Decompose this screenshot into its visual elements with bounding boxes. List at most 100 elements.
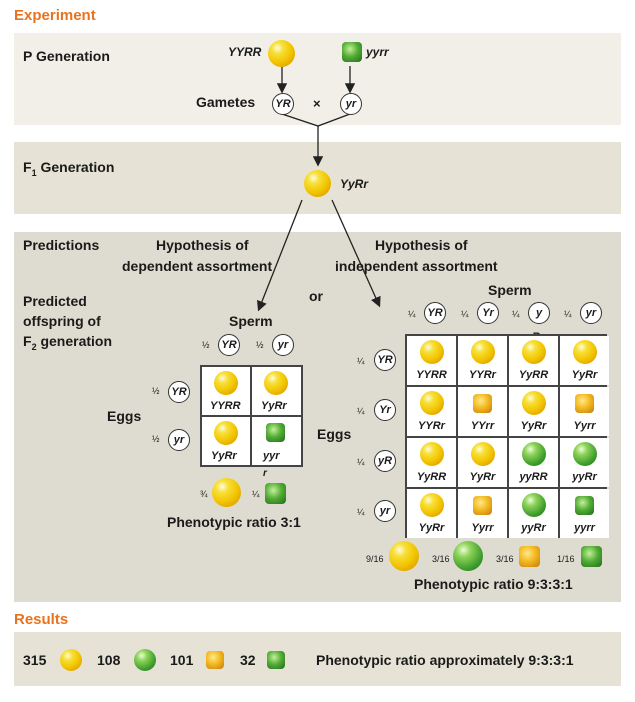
independent-cell: YyRr: [509, 387, 558, 436]
independent-sperm-gamete-3: y: [528, 302, 550, 324]
cell-genotype: YyRr: [211, 450, 237, 462]
yellow-wrinkled-pea-icon: [519, 546, 540, 567]
cell-genotype: YyRR: [416, 471, 447, 483]
independent-phenotype-frac-3: 3/16: [496, 554, 514, 564]
cell-genotype: YyRr: [571, 369, 598, 381]
cell-genotype-overflow: r: [263, 468, 267, 479]
dependent-egg-gamete-2: yr: [168, 429, 190, 451]
independent-cell: YyRR: [407, 438, 456, 487]
cell-genotype: YyRr: [520, 420, 547, 432]
result-count-green-round: 108: [97, 652, 121, 668]
green-wrinkled-pea-icon: [267, 651, 285, 669]
green-wrinkled-pea-icon: [581, 546, 602, 567]
independent-sperm-gamete-2: Yr: [477, 302, 499, 324]
independent-cell: YYrr: [458, 387, 507, 436]
gamete-join-line: [281, 113, 351, 127]
independent-phenotypic-ratio: Phenotypic ratio 9:3:3:1: [414, 576, 573, 592]
yellow-round-pea-icon: [419, 442, 444, 466]
dependent-sperm-gamete-2: yr: [272, 334, 294, 356]
dependent-sperm-frac-1: ½: [202, 340, 210, 350]
independent-cell: yyRr: [509, 489, 558, 538]
predictions-label: Predictions: [23, 237, 100, 253]
results-phenotypic-ratio: Phenotypic ratio approximately 9:3:3:1: [316, 652, 574, 668]
f1-genotype: YyRr: [340, 177, 369, 191]
f1-yellow-round-pea-icon: [304, 170, 331, 197]
cell-genotype: yyRR: [519, 471, 548, 483]
yellow-round-pea-icon: [521, 340, 546, 364]
dependent-sperm-gamete-1: YR: [218, 334, 240, 356]
p-generation-panel: [14, 33, 621, 125]
dependent-egg-gamete-1: YR: [168, 381, 190, 403]
yellow-round-pea-icon: [212, 478, 241, 507]
predicted-offspring-line2: offspring of: [23, 313, 101, 329]
yellow-round-pea-icon: [60, 649, 82, 671]
independent-sperm-gamete-4: yr: [580, 302, 602, 324]
yellow-round-pea-icon: [521, 391, 546, 415]
cell-genotype: YyRR: [518, 369, 549, 381]
result-count-yellow-wrinkled: 101: [170, 652, 194, 668]
independent-cell: YYRR: [407, 336, 456, 385]
dependent-phenotype-frac-2: ¼: [252, 489, 260, 499]
independent-cell: YYRr: [407, 387, 456, 436]
arrow-to-independent: [331, 199, 381, 308]
independent-phenotype-frac-4: 1/16: [557, 554, 575, 564]
independent-phenotype-frac-1: 9/16: [366, 554, 384, 564]
green-round-pea-icon: [134, 649, 156, 671]
dependent-cell: YyRr: [202, 417, 250, 465]
independent-sperm-frac-3: ¼: [512, 309, 520, 319]
independent-sperm-frac-2: ¼: [461, 309, 469, 319]
yellow-round-pea-icon: [419, 493, 444, 517]
independent-egg-gamete-1: YR: [374, 349, 396, 371]
independent-egg-gamete-4: yr: [374, 500, 396, 522]
yellow-round-pea-icon: [264, 371, 288, 395]
dependent-egg-frac-2: ½: [152, 434, 160, 444]
green-wrinkled-pea-icon: [265, 483, 286, 504]
dependent-hypothesis-line2: dependent assortment: [122, 258, 273, 274]
independent-sperm-frac-1: ¼: [408, 309, 416, 319]
green-round-pea-icon: [572, 442, 597, 466]
independent-cell: yyRR: [509, 438, 558, 487]
independent-sperm-frac-4: ¼: [564, 309, 572, 319]
cell-genotype: YYRR: [210, 400, 241, 412]
gametes-label: Gametes: [196, 94, 256, 110]
independent-cell: yyrr: [560, 489, 609, 538]
yellow-round-pea-icon: [214, 421, 238, 445]
cell-genotype: yyRr: [572, 471, 597, 483]
cross-symbol: ×: [313, 96, 321, 111]
green-wrinkled-pea-icon: [575, 495, 594, 515]
predicted-offspring-line3: F2 generation: [23, 333, 113, 352]
p-generation-label: P Generation: [23, 48, 110, 64]
yellow-round-pea-icon: [470, 340, 495, 364]
dependent-cell: yyr: [252, 417, 301, 465]
green-wrinkled-pea-icon: [342, 42, 362, 62]
cell-genotype: YYRr: [418, 420, 445, 432]
independent-sperm-gamete-1: YR: [424, 302, 446, 324]
independent-egg-gamete-2: Yr: [374, 399, 396, 421]
yellow-wrinkled-pea-icon: [473, 393, 492, 413]
cell-genotype: YyRr: [469, 471, 496, 483]
cell-genotype: YyRr: [418, 522, 445, 534]
cell-genotype: yyr: [263, 450, 280, 462]
independent-cell: YYRr: [458, 336, 507, 385]
dependent-cell: YYRR: [202, 367, 250, 415]
dependent-hypothesis-line1: Hypothesis of: [156, 237, 249, 253]
results-heading: Results: [14, 611, 69, 628]
independent-egg-frac-1: ¼: [357, 356, 365, 366]
independent-egg-gamete-3: yR: [374, 450, 396, 472]
cell-genotype: YYRR: [416, 369, 447, 381]
cell-genotype: YyRr: [261, 400, 287, 412]
dependent-eggs-label: Eggs: [107, 408, 142, 424]
cell-genotype: yyRr: [521, 522, 546, 534]
independent-egg-frac-4: ¼: [357, 507, 365, 517]
green-round-pea-icon: [453, 541, 483, 571]
independent-phenotype-frac-2: 3/16: [432, 554, 450, 564]
yellow-wrinkled-pea-icon: [575, 393, 594, 413]
dependent-egg-frac-1: ½: [152, 386, 160, 396]
green-wrinkled-pea-icon: [266, 423, 285, 442]
predicted-offspring-line1: Predicted: [23, 293, 87, 309]
gamete-circle-left: YR: [272, 93, 294, 115]
green-round-pea-icon: [521, 442, 546, 466]
result-count-green-wrinkled: 32: [240, 652, 256, 668]
